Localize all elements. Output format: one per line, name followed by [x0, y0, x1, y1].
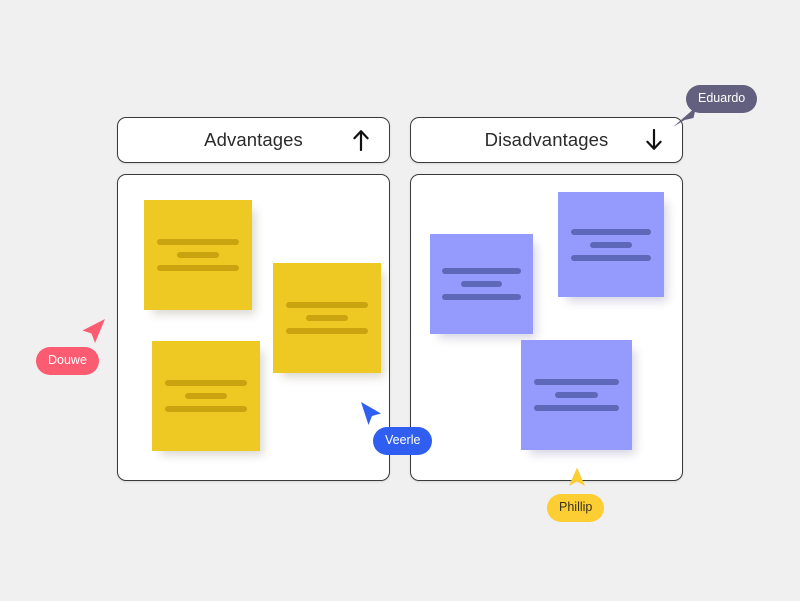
cursor-pointer-icon: [361, 402, 381, 425]
column-title-advantages: Advantages: [204, 128, 303, 150]
note-line: [442, 268, 521, 274]
note-text-lines: [570, 228, 652, 261]
arrow-down-icon[interactable]: [644, 128, 664, 151]
cursor-pointer-icon: [82, 319, 105, 343]
sticky-note[interactable]: [144, 200, 252, 310]
sticky-note[interactable]: [273, 263, 381, 373]
column-body-advantages[interactable]: [117, 174, 390, 481]
cursor-label-veerle: Veerle: [373, 427, 433, 455]
note-line: [164, 380, 248, 386]
note-line: [570, 254, 652, 261]
note-line: [534, 405, 619, 411]
sticky-note[interactable]: [558, 192, 664, 297]
note-line: [156, 265, 240, 271]
sticky-note[interactable]: [521, 340, 632, 450]
note-line: [305, 315, 349, 321]
column-title-disadvantages: Disadvantages: [484, 128, 609, 150]
note-line: [554, 392, 599, 398]
column-disadvantages: Disadvantages: [410, 117, 683, 481]
note-text-lines: [285, 302, 369, 334]
note-line: [590, 241, 632, 248]
cursor-label-eduardo: Eduardo: [686, 85, 758, 113]
column-advantages: Advantages: [117, 117, 390, 481]
cursor-label-phillip: Phillip: [547, 494, 605, 522]
note-line: [461, 281, 502, 287]
column-header-disadvantages[interactable]: Disadvantages: [410, 117, 683, 163]
column-body-disadvantages[interactable]: [410, 174, 683, 481]
note-line: [285, 328, 369, 334]
sticky-note[interactable]: [152, 341, 260, 451]
note-line: [442, 294, 521, 300]
note-line: [176, 252, 220, 258]
note-text-lines: [442, 268, 521, 300]
note-text-lines: [164, 380, 248, 412]
note-text-lines: [534, 379, 619, 411]
cursor-pointer-icon: [569, 467, 585, 486]
note-text-lines: [156, 239, 240, 271]
sticky-note[interactable]: [430, 234, 533, 334]
note-line: [570, 228, 652, 235]
column-header-advantages[interactable]: Advantages: [117, 117, 390, 163]
note-line: [164, 406, 248, 412]
note-line: [184, 393, 228, 399]
note-line: [156, 239, 240, 245]
note-line: [285, 302, 369, 308]
note-line: [534, 379, 619, 385]
cursor-pointer-icon: [673, 107, 696, 127]
arrow-up-icon[interactable]: [351, 129, 371, 152]
cursor-label-douwe: Douwe: [36, 347, 99, 375]
